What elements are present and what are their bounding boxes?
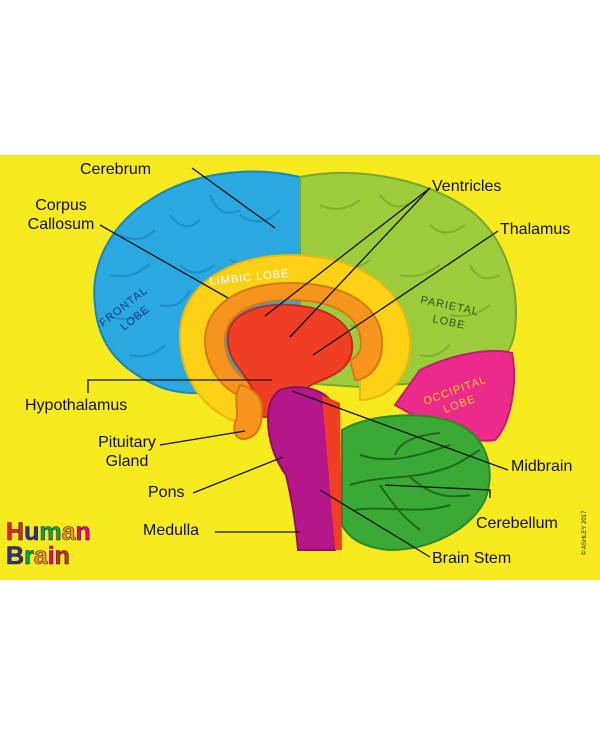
- label-corpus-line1: Corpus: [35, 197, 87, 214]
- title-letter: a: [33, 542, 48, 570]
- label-pituitary-gland: Pituitary Gland: [88, 433, 166, 471]
- line-ventricles-2: [289, 187, 431, 338]
- poster-title: Human Brain: [6, 518, 91, 570]
- line-cerebellum: [384, 484, 491, 498]
- label-ventricles: Ventricles: [432, 178, 502, 195]
- label-hypothalamus: Hypothalamus: [25, 397, 128, 414]
- label-cerebellum: Cerebellum: [476, 515, 558, 532]
- copyright-text: © ASHLEY 2017: [582, 510, 588, 555]
- label-cerebrum: Cerebrum: [80, 161, 152, 178]
- title-letter: a: [61, 518, 76, 546]
- title-line-2: Brain: [6, 542, 91, 570]
- label-pons: Pons: [148, 484, 185, 501]
- label-pituitary-line1: Pituitary: [98, 434, 156, 451]
- line-hypothalamus: [87, 379, 272, 393]
- pituitary-gland: [233, 383, 264, 441]
- label-brain-stem: Brain Stem: [432, 550, 512, 567]
- label-thalamus: Thalamus: [500, 221, 571, 238]
- poster-background: FRONTAL LOBE LIMBIC LOBE PARIETAL LOBE O…: [0, 155, 600, 580]
- brain-stem-edge: [322, 395, 342, 550]
- title-letter: n: [75, 518, 91, 546]
- label-pituitary-line2: Gland: [105, 453, 149, 470]
- line-midbrain: [291, 390, 509, 471]
- line-thalamus: [312, 230, 499, 356]
- title-letter: r: [24, 542, 34, 570]
- corpus-callosum: [203, 281, 384, 402]
- title-letter: i: [47, 542, 55, 570]
- title-letter: m: [39, 518, 62, 546]
- leader-lines: [87, 167, 509, 558]
- title-line-1: Human: [6, 518, 91, 546]
- title-letter: u: [24, 518, 40, 546]
- label-midbrain: Midbrain: [511, 458, 573, 475]
- label-corpus-line2: Callosum: [27, 216, 95, 233]
- line-brainstem: [319, 489, 431, 558]
- line-pons: [192, 456, 284, 494]
- title-letter: B: [6, 542, 25, 570]
- label-medulla: Medulla: [143, 522, 200, 539]
- title-letter: n: [54, 542, 70, 570]
- line-cerebrum: [191, 167, 276, 229]
- brain-illustration: FRONTAL LOBE LIMBIC LOBE PARIETAL LOBE O…: [87, 167, 517, 558]
- line-corpus: [99, 224, 229, 299]
- brain-stem: [266, 386, 337, 551]
- line-pituitary: [159, 430, 246, 446]
- cerebellum-branches: [349, 432, 481, 531]
- label-corpus-callosum: Corpus Callosum: [20, 196, 102, 234]
- line-ventricles-1: [264, 187, 431, 317]
- title-letter: H: [6, 518, 25, 546]
- thalamus-core: [226, 303, 354, 418]
